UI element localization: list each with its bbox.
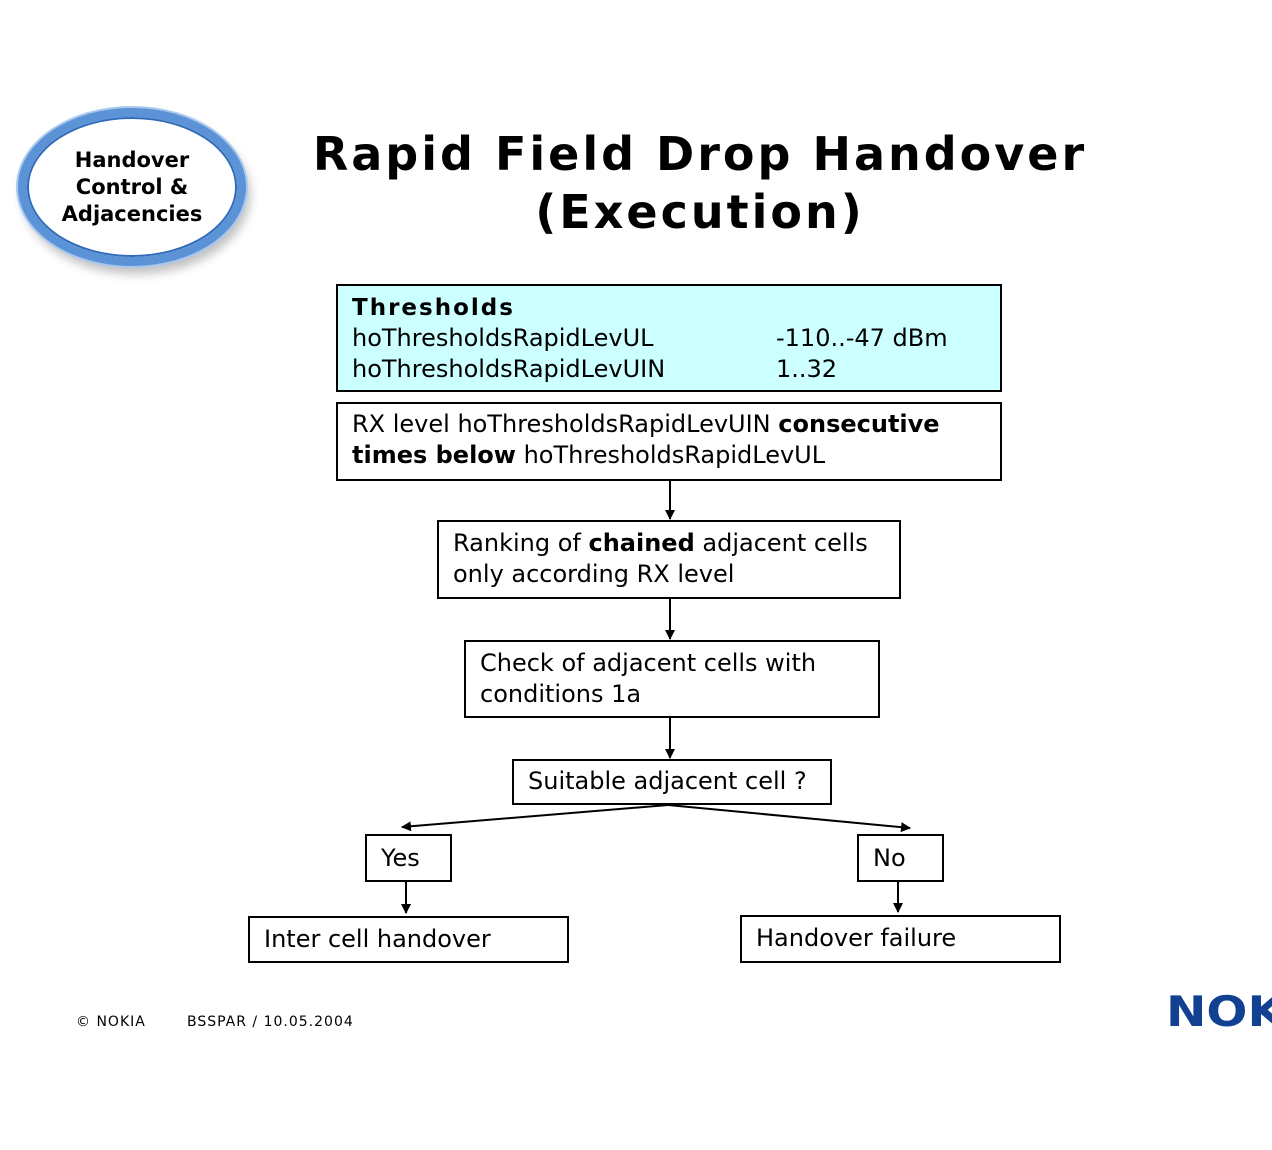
threshold-row: hoThresholdsRapidLevUIN 1..32	[352, 354, 986, 385]
check-box: Check of adjacent cells with conditions …	[464, 640, 880, 718]
thresholds-box: Thresholds hoThresholdsRapidLevUL -110..…	[336, 284, 1002, 392]
slide-title: Rapid Field Drop Handover (Execution)	[312, 127, 1088, 239]
no-branch-box: No	[857, 834, 944, 882]
ranking-text-end: adjacent cells only according RX level	[453, 529, 868, 588]
condition-text: RX level hoThresholdsRapidLevUIN	[352, 410, 779, 438]
section-badge-label: Handover Control & Adjacencies	[61, 147, 203, 226]
thresholds-heading: Thresholds	[352, 295, 515, 321]
handover-failure-box: Handover failure	[740, 915, 1061, 963]
arrow-decision-to-yes	[401, 804, 669, 832]
footer-doc-info: BSSPAR / 10.05.2004	[187, 1014, 354, 1030]
ranking-box: Ranking of chained adjacent cells only a…	[437, 520, 901, 599]
arrow-decision-to-no	[667, 804, 911, 833]
threshold-name: hoThresholdsRapidLevUL	[352, 324, 654, 352]
threshold-name: hoThresholdsRapidLevUIN	[352, 355, 666, 383]
trigger-condition-box: RX level hoThresholdsRapidLevUIN consecu…	[336, 402, 1002, 481]
condition-emphasis: consecutive times below	[352, 410, 940, 469]
section-badge: Handover Control & Adjacencies	[18, 108, 246, 266]
threshold-row: hoThresholdsRapidLevUL -110..-47 dBm	[352, 323, 986, 354]
yes-branch-box: Yes	[365, 834, 452, 882]
inter-cell-handover-box: Inter cell handover	[248, 916, 569, 963]
ranking-text: Ranking of	[453, 529, 589, 557]
footer-copyright: © NOKIA	[76, 1014, 146, 1030]
threshold-value: -110..-47 dBm	[776, 324, 948, 352]
ranking-emphasis: chained	[588, 529, 695, 557]
threshold-value: 1..32	[776, 355, 838, 383]
decision-box: Suitable adjacent cell ?	[512, 759, 832, 805]
nokia-logo: NOKIA	[1166, 990, 1272, 1030]
condition-text-end: hoThresholdsRapidLevUL	[515, 441, 826, 469]
